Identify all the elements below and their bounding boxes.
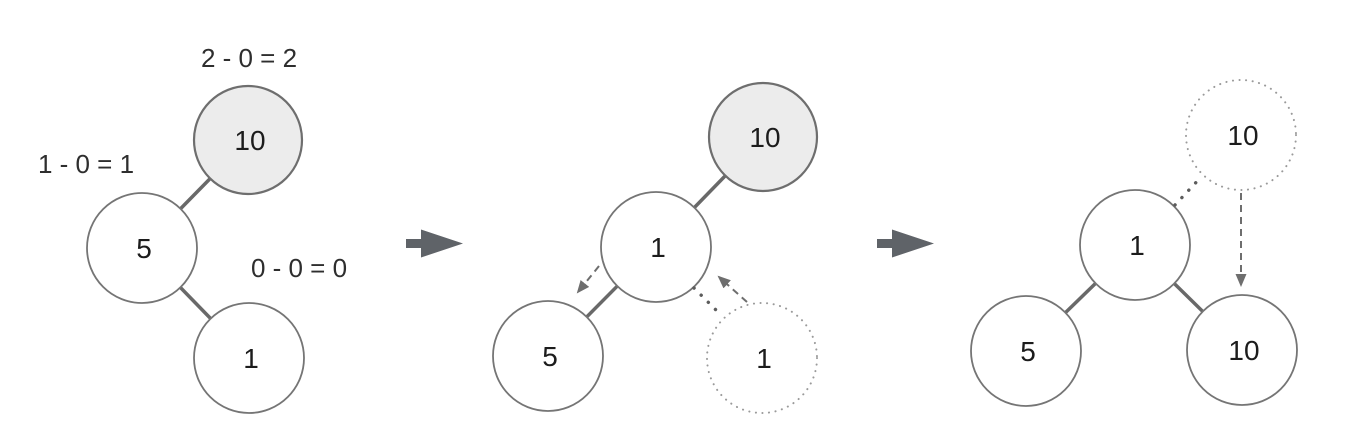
node-circle-5: [492, 300, 604, 412]
node-value: 5: [1020, 336, 1036, 367]
node-value: 10: [1228, 335, 1259, 366]
move-arrow-up-left: [717, 275, 748, 303]
panel-unbalanced-tree: 10 5 1 2 - 0 = 2 1 - 0 = 1 0 - 0 = 0: [38, 43, 347, 414]
ghost-trail-dots: [1173, 174, 1204, 207]
node-circle-5: [86, 192, 198, 304]
node-circle-1: [1079, 189, 1191, 301]
node-value: 5: [136, 233, 152, 264]
ghost-node-circle-1: [706, 302, 818, 414]
node-value: 5: [542, 341, 558, 372]
panel-rebalanced-tree: 10 1 5 10: [970, 79, 1298, 407]
node-value: 10: [749, 122, 780, 153]
node-circle-10: [1186, 294, 1298, 406]
balance-factor-label-1: 0 - 0 = 0: [251, 253, 347, 283]
step-arrow-icon: [406, 229, 463, 258]
ghost-trail-dots: [692, 286, 724, 318]
node-circle-1: [193, 302, 305, 414]
step-arrow-icon: [877, 229, 934, 258]
move-arrow-down-left: [576, 265, 600, 294]
node-circle-10-highlighted: [192, 84, 304, 196]
node-value: 1: [1129, 230, 1145, 261]
ghost-node-value: 1: [756, 343, 772, 374]
balance-factor-label-10: 2 - 0 = 2: [201, 43, 297, 73]
node-circle-10-highlighted: [707, 81, 819, 193]
node-value: 1: [650, 232, 666, 263]
node-value: 10: [234, 125, 265, 156]
node-circle-1: [600, 191, 712, 303]
ghost-node-circle-10: [1185, 79, 1297, 191]
panel-rotation-in-progress: 10 1 5 1: [492, 81, 819, 414]
ghost-node-value: 10: [1227, 120, 1258, 151]
node-value: 1: [243, 343, 259, 374]
node-circle-5: [970, 295, 1082, 407]
balance-factor-label-5: 1 - 0 = 1: [38, 149, 134, 179]
